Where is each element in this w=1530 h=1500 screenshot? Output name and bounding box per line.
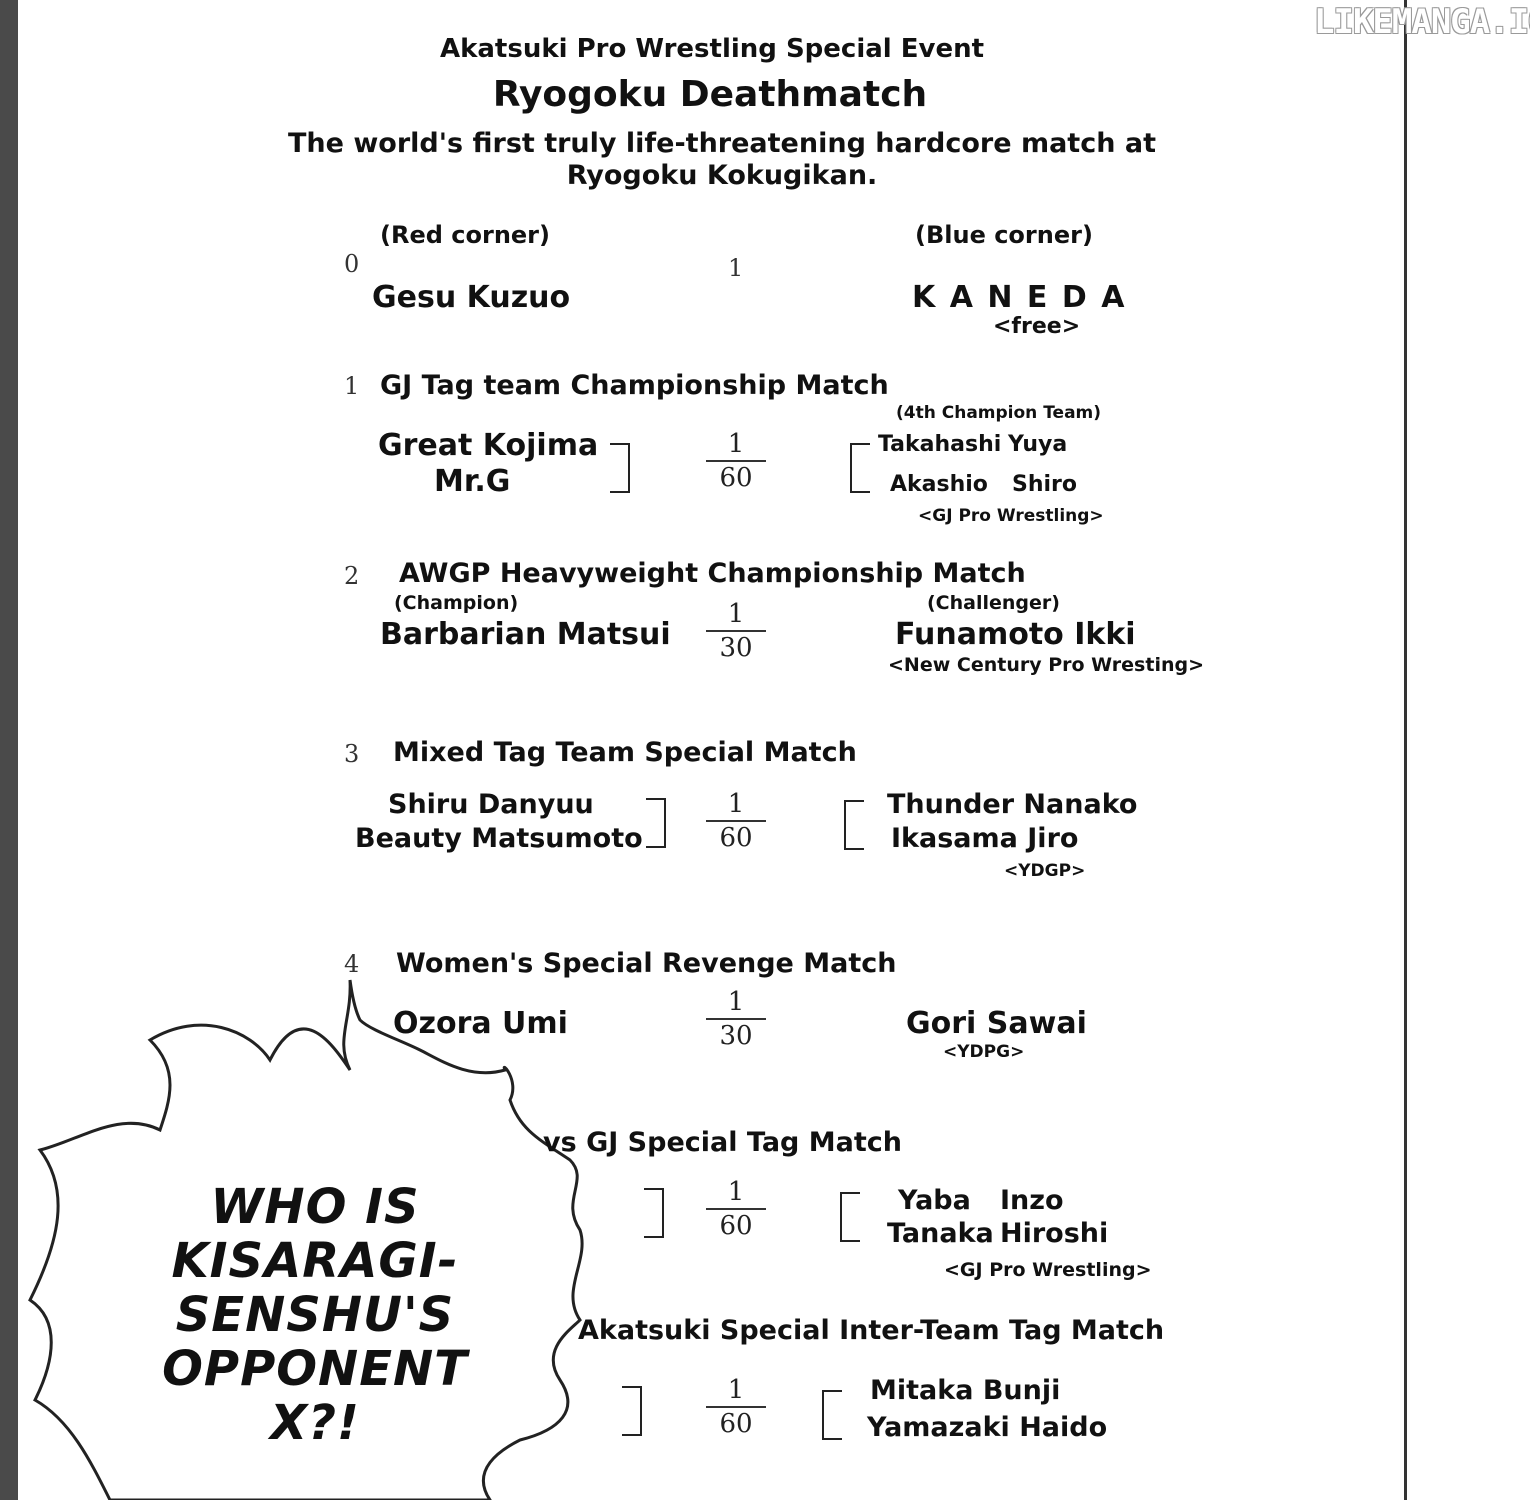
match-3-blue-2: Ikasama Jiro [891,823,1079,854]
match-5-falls: 1 60 [706,1178,766,1240]
match-3-blue-bracket [844,800,864,850]
left-page-edge [0,0,18,1500]
match-0-number: 0 [344,250,360,278]
match-5-falls-bottom: 60 [719,1211,753,1241]
match-6-red-bracket [622,1386,642,1436]
match-3-falls-bar [706,820,766,822]
match-2-title: AWGP Heavyweight Championship Match [399,558,1026,589]
match-1-falls-bottom: 60 [719,463,753,493]
match-1-title: GJ Tag team Championship Match [380,370,889,401]
match-4-red: Ozora Umi [393,1006,568,1041]
match-2-blue: Funamoto Ikki [895,617,1136,652]
match-5-title: vs GJ Special Tag Match [543,1127,903,1158]
match-0-falls: 1 [728,254,744,282]
event-title: Ryogoku Deathmatch [492,74,928,115]
tagline-line1: The world's first truly life-threatening… [288,128,1156,159]
match-3-blue-1: Thunder Nanako [887,789,1138,820]
speech-bubble-text: WHO IS KISARAGI- SENSHU'S OPPONENT X?! [162,1180,468,1450]
match-1-red-bracket [610,443,630,493]
red-corner-label: (Red corner) [380,221,550,249]
match-6-falls-bar [706,1406,766,1408]
match-1-blue-2-last: Shiro [1012,472,1078,497]
match-2-blue-label: (Challenger) [927,592,1060,614]
blue-corner-label: (Blue corner) [915,221,1093,249]
match-3-number: 3 [344,740,360,768]
match-1-red-2: Mr.G [434,464,511,499]
match-5-blue-1-last: Inzo [1000,1185,1064,1216]
match-5-blue-1-first: Yaba [898,1185,971,1216]
match-3-red-bracket [646,798,666,848]
speech-bubble-line-4: OPPONENT [162,1341,468,1397]
match-2-falls-bar [706,630,766,632]
match-2-red-label: (Champion) [394,592,519,614]
match-4-number: 4 [344,950,360,978]
match-3-falls: 1 60 [706,790,766,852]
match-1-affiliation: <GJ Pro Wrestling> [918,506,1104,526]
match-6-blue-2: Yamazaki Haido [867,1412,1108,1443]
tagline-line2: Ryogoku Kokugikan. [566,160,878,191]
match-5-blue-2-last: Hiroshi [1000,1218,1109,1249]
match-2-number: 2 [344,562,360,590]
match-6-falls-bottom: 60 [719,1409,753,1439]
match-1-red-1: Great Kojima [378,428,599,463]
match-1-blue-2-first: Akashio [890,472,988,497]
match-4-falls-bar [706,1018,766,1020]
match-4-falls-top: 1 [727,987,745,1017]
match-2-falls-top: 1 [727,599,745,629]
match-3-falls-top: 1 [727,789,745,819]
match-5-blue-bracket [840,1192,860,1242]
match-2-red: Barbarian Matsui [380,617,671,652]
match-5-falls-top: 1 [727,1177,745,1207]
match-4-falls: 1 30 [706,988,766,1050]
match-5-affiliation: <GJ Pro Wrestling> [944,1259,1152,1281]
match-6-falls-top: 1 [727,1375,745,1405]
match-0-blue: K A N E D A [912,280,1127,315]
match-5-red-bracket [644,1188,664,1238]
match-6-title: Akatsuki Special Inter-Team Tag Match [578,1315,1165,1346]
match-6-blue-1: Mitaka Bunji [870,1375,1061,1406]
watermark: LIKEMANGA.IO [1314,2,1530,42]
match-1-blue-1-last: Yuya [1008,432,1068,457]
match-5-blue-2-first: Tanaka [887,1218,994,1249]
match-1-falls-bar [706,460,766,462]
match-3-falls-bottom: 60 [719,823,753,853]
match-1-falls-top: 1 [727,429,745,459]
match-4-blue: Gori Sawai [906,1006,1087,1041]
match-6-blue-bracket [822,1390,842,1440]
match-2-affiliation: <New Century Pro Wresting> [888,654,1205,676]
match-3-title: Mixed Tag Team Special Match [393,737,857,768]
match-5-falls-bar [706,1208,766,1210]
match-0-red: Gesu Kuzuo [372,280,571,315]
match-1-number: 1 [344,372,360,400]
match-1-blue-1-first: Takahashi [878,432,1002,457]
match-2-falls: 1 30 [706,600,766,662]
speech-bubble-line-3: SENSHU'S [175,1287,455,1343]
match-4-affiliation: <YDPG> [943,1042,1025,1062]
match-3-red-1: Shiru Danyuu [388,789,594,820]
match-1-blue-bracket [850,443,870,493]
speech-bubble-line-5: X?! [270,1395,360,1451]
match-0-blue-affiliation: <free> [993,314,1081,339]
match-2-falls-bottom: 30 [719,633,753,663]
match-1-falls: 1 60 [706,430,766,492]
match-3-affiliation: <YDGP> [1004,861,1086,881]
right-page-border [1404,0,1407,1500]
speech-bubble-line-2: KISARAGI- [171,1233,459,1289]
match-4-title: Women's Special Revenge Match [396,948,897,979]
match-3-red-2: Beauty Matsumoto [355,823,643,854]
match-6-falls: 1 60 [706,1376,766,1438]
match-4-falls-bottom: 30 [719,1021,753,1051]
match-1-note: (4th Champion Team) [896,403,1102,423]
event-name: Akatsuki Pro Wrestling Special Event [439,34,985,64]
speech-bubble-line-1: WHO IS [210,1179,420,1235]
speech-bubble-outline [28,979,584,1500]
